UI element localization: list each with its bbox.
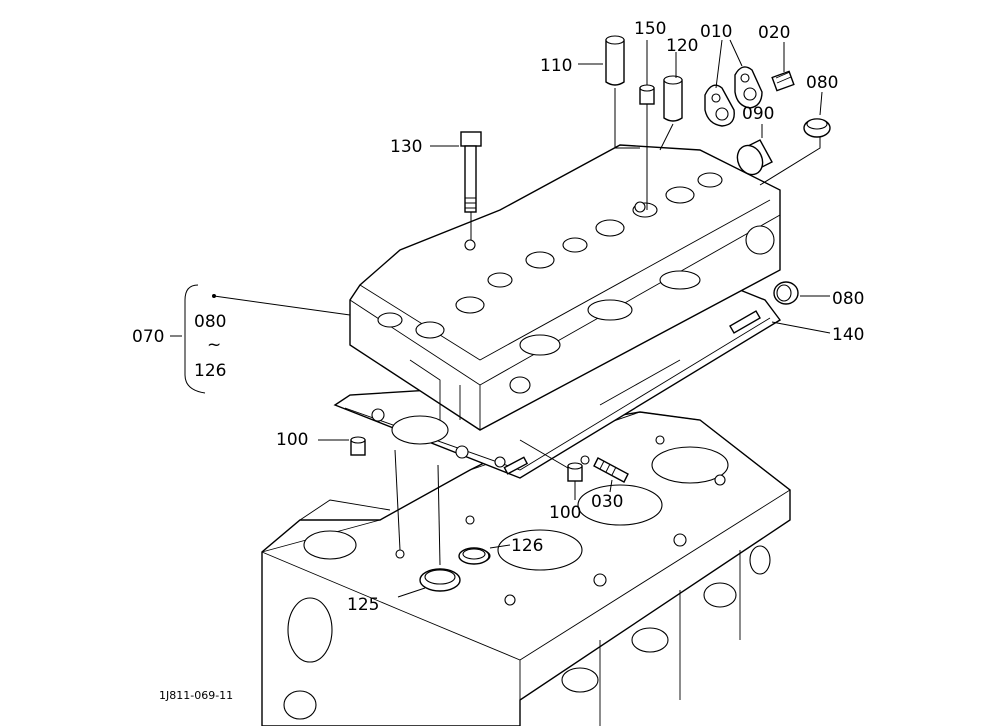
ring-125 <box>419 568 461 592</box>
callout-130: 130 <box>390 137 422 157</box>
cap-090 <box>736 139 773 176</box>
dowel-100-left <box>350 436 366 456</box>
callout-020: 020 <box>758 23 790 43</box>
callout-150: 150 <box>634 19 666 39</box>
plug-080-top <box>803 118 831 138</box>
callout-080-top: 080 <box>806 73 838 93</box>
callout-range-start: 080 <box>194 312 226 332</box>
callout-100-mid: 100 <box>549 503 581 523</box>
figure-reference: 1J811-069-11 <box>159 689 233 702</box>
callout-125: 125 <box>347 595 379 615</box>
callout-range-end: 126 <box>194 361 226 381</box>
callout-030: 030 <box>591 492 623 512</box>
callout-120: 120 <box>666 36 698 56</box>
callout-range-separator: ~ <box>207 335 221 355</box>
cylinder-block <box>261 411 791 726</box>
callout-080-mid: 080 <box>832 289 864 309</box>
callout-126: 126 <box>511 536 543 556</box>
callout-140: 140 <box>832 325 864 345</box>
callout-110: 110 <box>540 56 572 76</box>
plug-150 <box>639 84 655 105</box>
callout-010: 010 <box>700 22 732 42</box>
screw-020 <box>771 70 795 92</box>
callout-090: 090 <box>742 104 774 124</box>
callout-100-left: 100 <box>276 430 308 450</box>
valve-guide-120 <box>663 75 683 122</box>
valve-guide-110 <box>605 35 625 86</box>
callout-070: 070 <box>132 327 164 347</box>
stud-030 <box>593 457 629 483</box>
head-bolt-130 <box>460 131 482 213</box>
dowel-100-mid <box>567 462 583 482</box>
ring-126 <box>458 547 490 565</box>
leader-lines <box>170 39 831 598</box>
plug-080-mid <box>773 281 799 305</box>
callout-labels: 010 020 080 150 120 110 090 130 080 140 … <box>132 19 864 702</box>
gasket-010 <box>704 66 763 127</box>
cylinder-head <box>349 144 781 431</box>
